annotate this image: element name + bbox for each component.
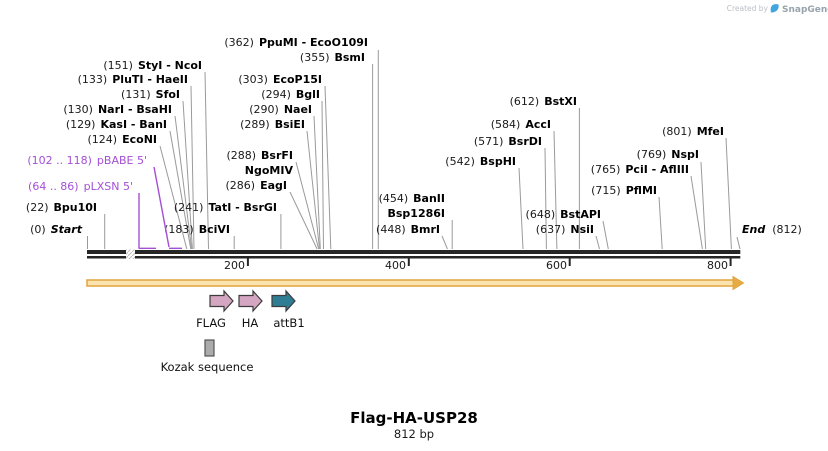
site-connector — [700, 161, 707, 250]
feature-box-kozak — [204, 339, 215, 357]
restriction-site-label: (289)BsiEI — [240, 118, 305, 131]
site-connector — [321, 100, 324, 250]
sequence-bar — [87, 250, 741, 254]
site-connector — [518, 167, 524, 250]
restriction-site-label: (294)BglI — [261, 88, 320, 101]
ruler-number: 800 — [707, 259, 728, 272]
watermark-brand: SnapGene — [782, 5, 828, 15]
site-connector — [295, 161, 320, 250]
construct-arrow-shaft — [86, 279, 735, 287]
end-connector — [736, 236, 741, 250]
site-connector — [306, 130, 320, 250]
feature-label-attb1: attB1 — [273, 316, 304, 330]
restriction-site-label: (637)NsiI — [536, 223, 594, 236]
restriction-site-label: (183)BciVI — [164, 223, 230, 236]
construct-arrow-head — [732, 275, 745, 291]
restriction-site-label: (571)BsrDI — [474, 135, 542, 148]
restriction-site-label: (131)SfoI — [121, 88, 180, 101]
map-subtitle: 812 bp — [394, 427, 434, 441]
feature-arrow-flag — [209, 289, 234, 313]
primer-label-plxsn5: (64 .. 86)pLXSN 5' — [28, 180, 133, 193]
site-connector — [441, 235, 448, 250]
sequence-bar-underline — [87, 256, 741, 259]
restriction-site-label: (584)AccI — [491, 118, 551, 131]
restriction-site-label: (362)PpuMI - EcoO109I — [224, 36, 368, 49]
primer-connector — [153, 166, 170, 248]
restriction-site-label: (355)BsmI — [300, 51, 365, 64]
site-connector — [553, 130, 558, 250]
restriction-site-label: (151)StyI - NcoI — [103, 59, 202, 72]
restriction-site-label: (454)BanII — [379, 192, 445, 205]
site-connector — [174, 115, 193, 250]
restriction-site-label: (124)EcoNI — [88, 133, 157, 146]
site-connector — [190, 85, 195, 250]
feature-arrow-attb1 — [271, 289, 296, 313]
feature-label-ha: HA — [242, 316, 259, 330]
restriction-site-label: (542)BspHI — [445, 155, 516, 168]
site-connector — [595, 235, 600, 250]
restriction-site-label: (448)BmrI — [376, 223, 440, 236]
restriction-site-label: (290)NaeI — [249, 103, 312, 116]
site-connector — [690, 175, 703, 250]
restriction-site-label: (129)KasI - BanI — [66, 118, 167, 131]
restriction-site-label: (286)EagI — [226, 179, 288, 192]
restriction-site-label: (801)MfeI — [662, 125, 724, 138]
site-connector — [313, 115, 321, 250]
restriction-site-label: (715)PflMI — [591, 184, 657, 197]
feature-arrow-ha — [238, 289, 263, 313]
restriction-site-label: (288)BsrFI — [226, 149, 293, 162]
site-connector — [289, 191, 318, 250]
map-title: Flag-HA-USP28 — [350, 409, 478, 427]
restriction-site-label: (765)PciI - AflIII — [591, 163, 689, 176]
sequence-gap-hatch — [126, 249, 135, 259]
feature-label-flag: FLAG — [196, 316, 226, 330]
end-label: End(812) — [742, 223, 802, 236]
ruler-number: 600 — [546, 259, 567, 272]
site-connector — [169, 130, 192, 250]
watermark-created-by: Created by — [727, 4, 769, 13]
start-label: (0)Start — [30, 223, 83, 236]
feature-label-kozak: Kozak sequence — [161, 360, 254, 374]
site-connector — [204, 71, 209, 250]
ruler-number: 200 — [224, 259, 245, 272]
ruler-number: 400 — [385, 259, 406, 272]
restriction-site-label: (612)BstXI — [510, 95, 577, 108]
restriction-site-label: (303)EcoP15I — [238, 73, 322, 86]
restriction-site-label: (133)PluTI - HaeII — [78, 73, 188, 86]
restriction-site-label: NgoMIV — [245, 164, 294, 177]
primer-label-pbabe5: (102 .. 118)pBABE 5' — [27, 154, 147, 167]
site-connector — [544, 147, 547, 250]
restriction-site-label: (22)Bpu10I — [26, 201, 97, 214]
site-connector — [159, 145, 188, 250]
site-connector — [602, 220, 609, 250]
restriction-site-label: (241)TatI - BsrGI — [174, 201, 277, 214]
restriction-site-label: (130)NarI - BsaHI — [63, 103, 172, 116]
site-connector — [725, 137, 732, 250]
restriction-site-label: (769)NspI — [637, 148, 699, 161]
site-connector — [658, 196, 663, 250]
snapgene-logo-icon — [770, 4, 779, 13]
site-connector — [182, 100, 193, 250]
site-connector — [324, 85, 332, 250]
restriction-site-label: (648)BstAPI — [526, 208, 601, 221]
restriction-site-label: Bsp1286I — [387, 207, 445, 220]
